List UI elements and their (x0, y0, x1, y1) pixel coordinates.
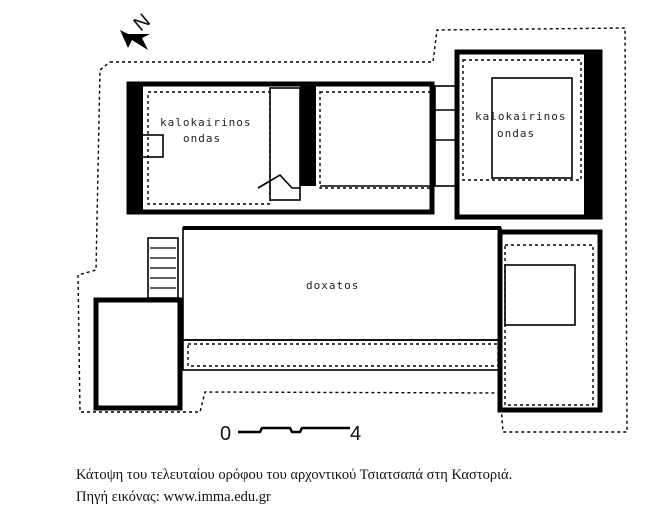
caption-line-1: Κάτοψη του τελευταίου ορόφου του αρχοντι… (76, 467, 513, 483)
corridor (269, 87, 301, 201)
right-room (462, 59, 582, 181)
hall-label: doxatos (306, 279, 359, 292)
left-thick-wall (127, 84, 143, 214)
stair-steps (150, 247, 176, 289)
left-room-label-2: ondas (183, 132, 221, 145)
right-room-inner (491, 77, 573, 179)
cupboards (434, 85, 458, 187)
bottom-gallery-dotted (187, 343, 499, 367)
floor-plan: N kalokairinos ondas kalokairinos ondas … (77, 10, 628, 445)
north-arrow-icon: N (120, 10, 155, 50)
lower-left-room (93, 297, 183, 411)
left-block-wall (126, 81, 435, 215)
caption-line-2: Πηγή εικόνας: www.imma.edu.gr (76, 489, 271, 505)
north-label: N (130, 10, 155, 36)
site-boundary (77, 27, 628, 433)
right-room-label-1: kalokairinos (475, 110, 566, 123)
lower-right-room (497, 229, 603, 413)
fireplace (140, 134, 164, 158)
lower-right-inner (504, 264, 576, 326)
right-room-label-2: ondas (497, 127, 535, 140)
center-thick-wall (300, 86, 316, 186)
scale-end-label: 4 (350, 423, 361, 445)
door-swing (257, 173, 300, 189)
center-room (319, 91, 433, 189)
left-room (147, 91, 271, 205)
scale-start-label: 0 (220, 423, 231, 445)
scale-bar (238, 426, 350, 434)
lower-right-dotted (504, 244, 594, 406)
left-room-label-1: kalokairinos (160, 116, 251, 129)
right-thick-wall (584, 52, 600, 217)
bottom-gallery (182, 339, 501, 371)
